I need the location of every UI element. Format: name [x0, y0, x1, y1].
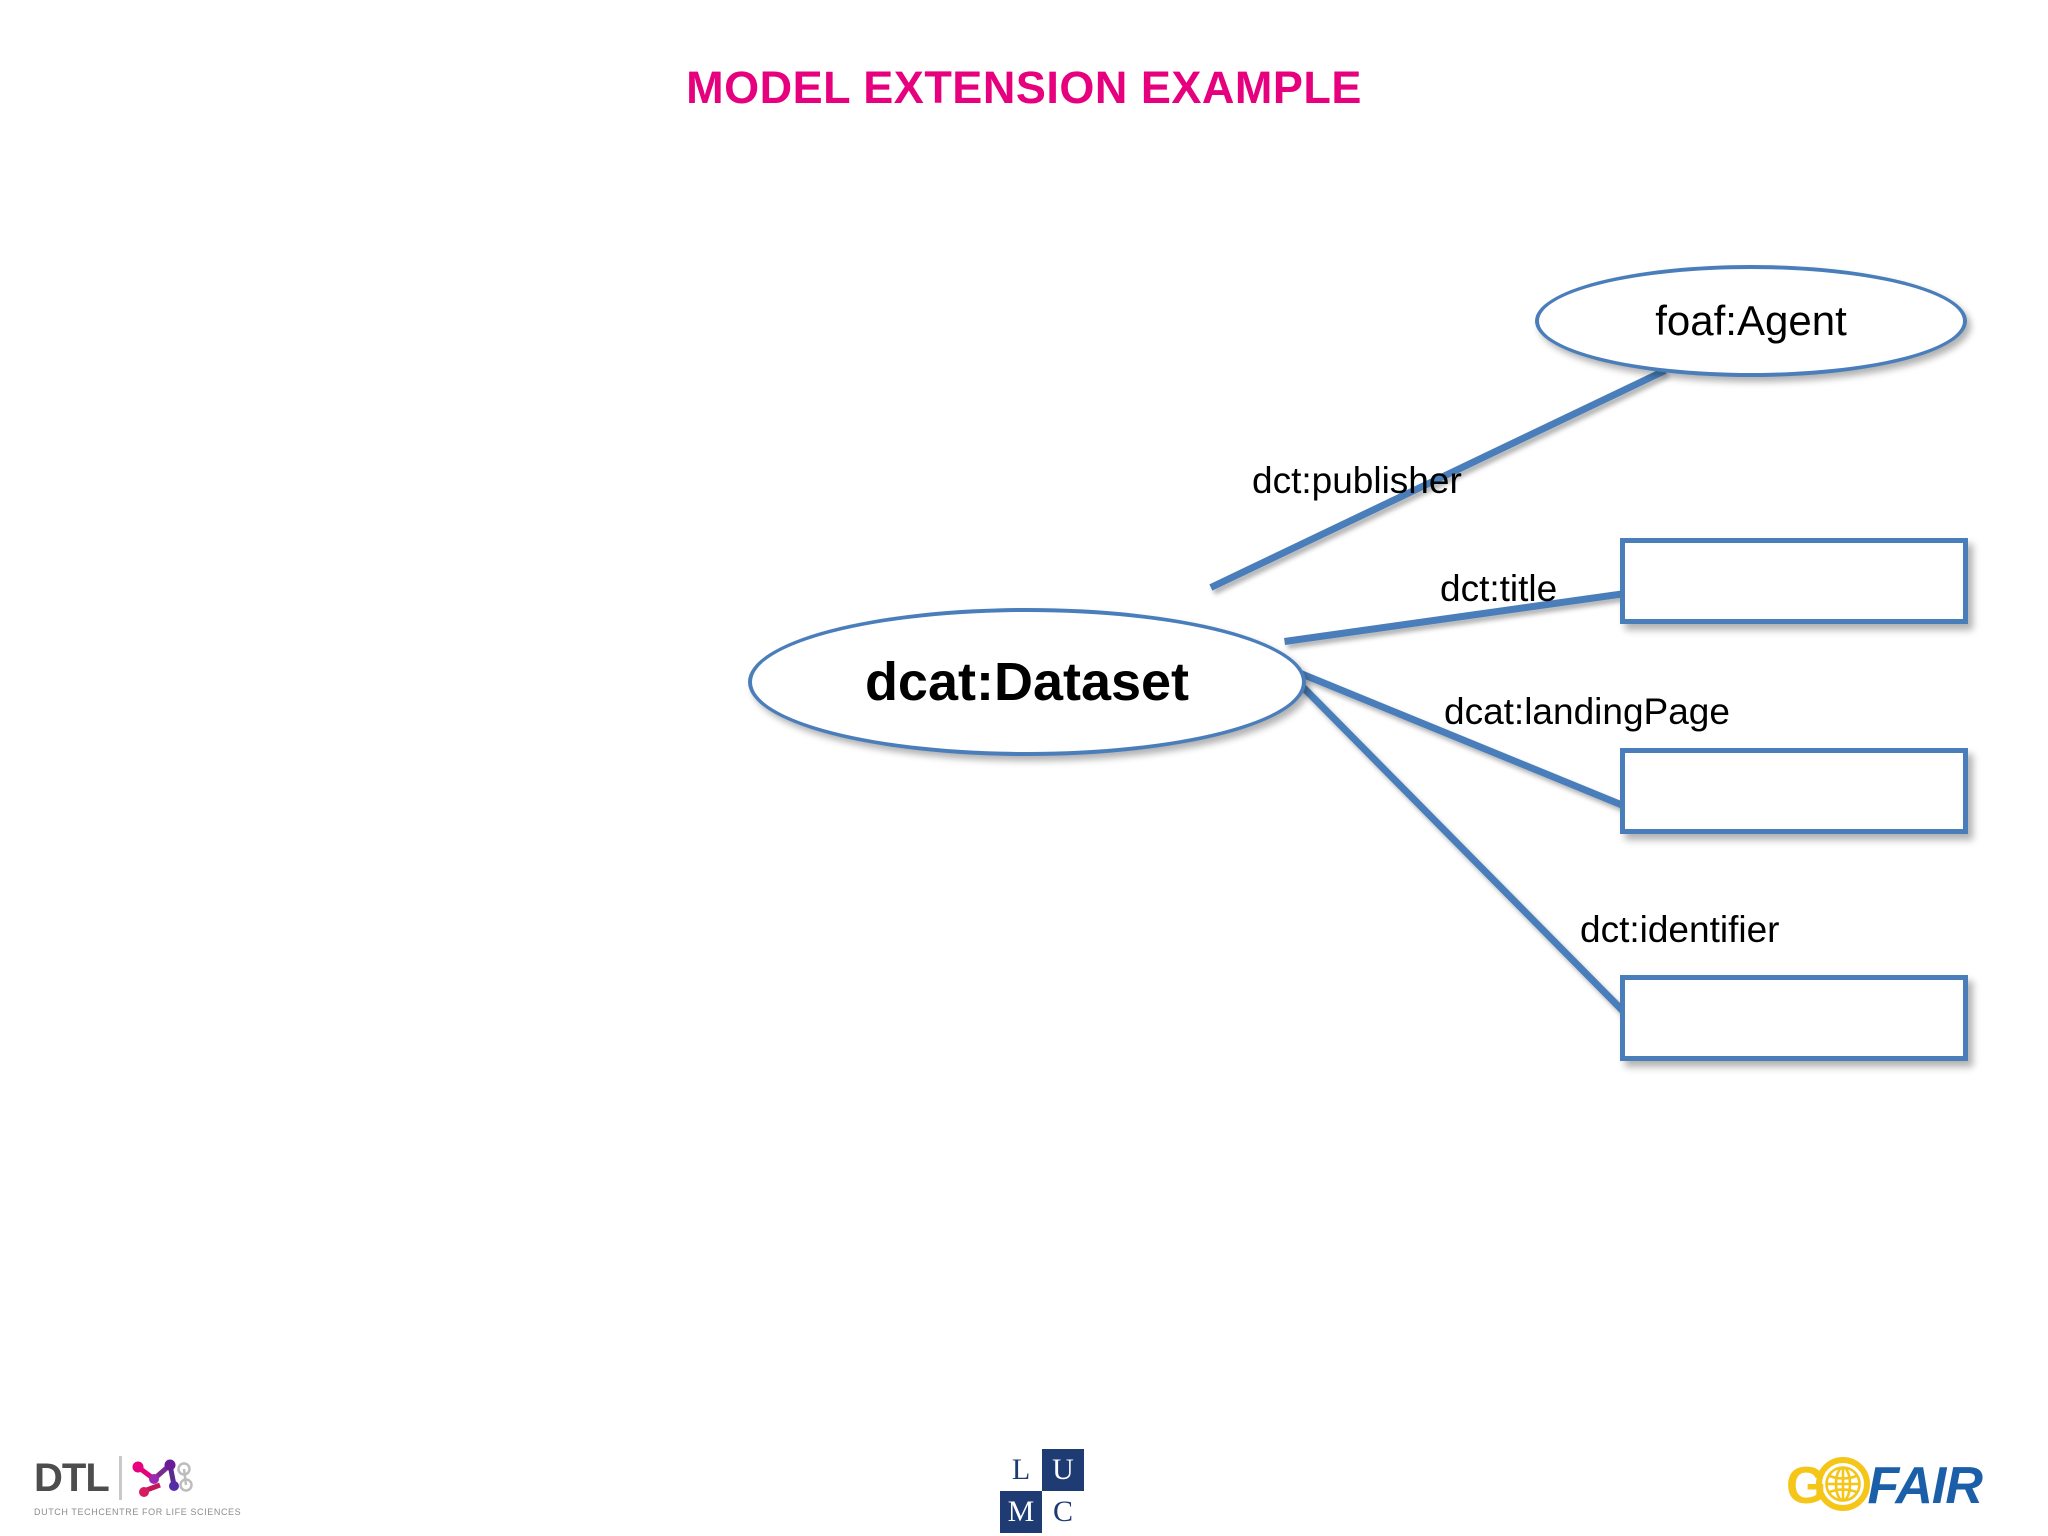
- edge-label-dcat-landingpage: dcat:landingPage: [1444, 691, 1730, 732]
- dtl-tagline: DUTCH TECHCENTRE FOR LIFE SCIENCES: [34, 1507, 242, 1517]
- dtl-logo: DTL DUTCH TECHCENTRE: [34, 1455, 242, 1525]
- dtl-divider: [118, 1456, 122, 1500]
- edge-label-dct-identifier: dct:identifier: [1580, 909, 1780, 950]
- lumc-letter-m: M: [1000, 1491, 1042, 1533]
- node-dcat-dataset-label: dcat:Dataset: [864, 652, 1190, 712]
- node-rect-landingpage[interactable]: [1620, 748, 1968, 834]
- dtl-wordmark: DTL: [34, 1456, 110, 1500]
- lumc-logo: L U M C: [1000, 1449, 1084, 1533]
- node-rect-identifier[interactable]: [1620, 975, 1968, 1061]
- node-foaf-agent-label: foaf:Agent: [1655, 297, 1847, 344]
- node-foaf-agent[interactable]: foaf:Agent: [1535, 265, 1967, 377]
- globe-icon: [1815, 1456, 1871, 1517]
- lumc-letter-u: U: [1042, 1449, 1084, 1491]
- gofair-fair-wordmark: FAIR: [1867, 1457, 1982, 1515]
- gofair-logo: G FAIR: [1786, 1455, 2016, 1517]
- edge-label-dct-publisher: dct:publisher: [1252, 460, 1462, 501]
- dtl-molecule-icon: [130, 1455, 194, 1501]
- node-dcat-dataset[interactable]: dcat:Dataset: [748, 608, 1306, 756]
- edge-label-dct-title: dct:title: [1440, 568, 1558, 609]
- lumc-letter-c: C: [1042, 1491, 1084, 1533]
- page-title: MODEL EXTENSION EXAMPLE: [686, 62, 1362, 113]
- lumc-letter-l: L: [1000, 1449, 1042, 1491]
- node-rect-title[interactable]: [1620, 538, 1968, 624]
